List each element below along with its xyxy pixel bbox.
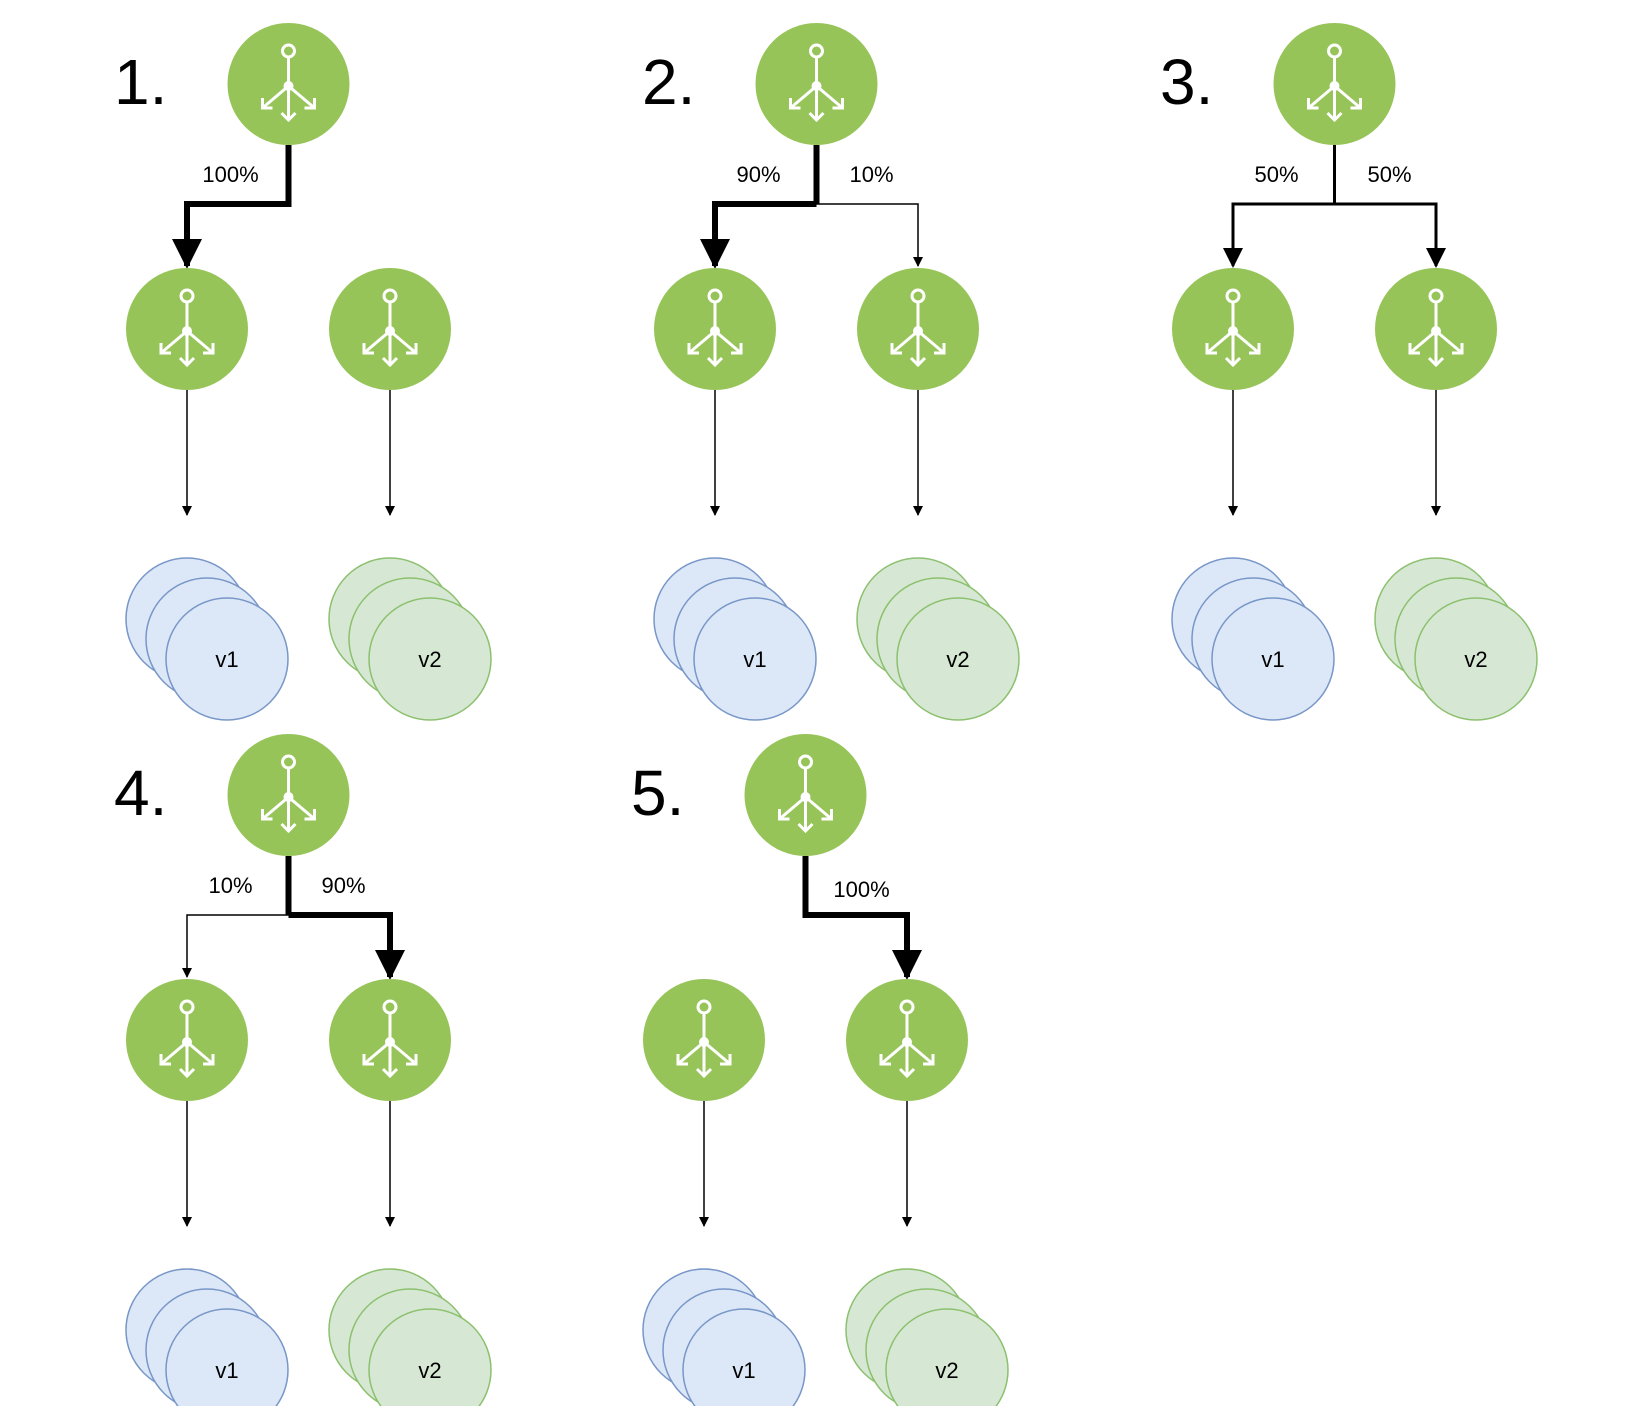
step-number: 5.	[631, 757, 684, 829]
v1-load-balancer	[654, 268, 776, 390]
v1-pod-stack: v1	[125, 557, 289, 721]
edge-to-v1	[182, 914, 289, 978]
v1-load-balancer	[126, 268, 248, 390]
pod-circle	[368, 597, 492, 721]
v1-load-balancer	[126, 979, 248, 1101]
split-label-right: 50%	[1367, 162, 1411, 187]
top-load-balancer	[744, 734, 867, 856]
v2-label: v2	[1464, 647, 1487, 672]
pod-circle	[896, 597, 1020, 721]
v2-load-balancer	[329, 979, 451, 1101]
v2-pod-stack: v2	[845, 1268, 1009, 1406]
split-label-left: 50%	[1254, 162, 1298, 187]
pod-circle	[682, 1308, 806, 1406]
split-label-left: 100%	[202, 162, 258, 187]
top-load-balancer	[1273, 23, 1396, 145]
v1-label: v1	[743, 647, 766, 672]
top-load-balancer	[755, 23, 878, 145]
split-label-left: 90%	[736, 162, 780, 187]
top-load-balancer	[227, 23, 350, 145]
v2-load-balancer	[846, 979, 968, 1101]
v2-pod-stack: v2	[328, 557, 492, 721]
v1-label: v1	[732, 1358, 755, 1383]
v2-pod-stack: v2	[1374, 557, 1538, 721]
panel-5: 5. 100% v1 v2	[631, 734, 1009, 1406]
pod-circle	[693, 597, 817, 721]
pod-circle	[1211, 597, 1335, 721]
step-number: 2.	[642, 46, 695, 118]
edge-to-v1	[700, 201, 817, 269]
split-label-right: 100%	[833, 877, 889, 902]
panel-2: 2. 90% 10% v1 v2	[642, 23, 1020, 721]
step-number: 4.	[114, 757, 167, 829]
v1-label: v1	[215, 647, 238, 672]
v1-load-balancer	[1172, 268, 1294, 390]
panel-4: 4. 10% 90% v1 v2	[114, 734, 492, 1406]
edge-to-v2	[1334, 202, 1446, 268]
pod-circle	[165, 1308, 289, 1406]
edge-to-v2	[802, 856, 922, 980]
v2-label: v2	[935, 1358, 958, 1383]
v1-label: v1	[215, 1358, 238, 1383]
pod-circle	[165, 597, 289, 721]
v2-label: v2	[418, 1358, 441, 1383]
v1-pod-stack: v1	[653, 557, 817, 721]
v1-label: v1	[1261, 647, 1284, 672]
v2-load-balancer	[1375, 268, 1497, 390]
top-load-balancer	[227, 734, 350, 856]
edge-to-v2	[816, 203, 923, 267]
step-number: 1.	[114, 46, 167, 118]
v2-load-balancer	[857, 268, 979, 390]
pod-circle	[1414, 597, 1538, 721]
v1-pod-stack: v1	[125, 1268, 289, 1406]
step-number: 3.	[1160, 46, 1213, 118]
pod-circle	[885, 1308, 1009, 1406]
v2-label: v2	[418, 647, 441, 672]
v1-pod-stack: v1	[642, 1268, 806, 1406]
edge-to-v1	[1223, 202, 1335, 268]
pod-circle	[368, 1308, 492, 1406]
split-label-right: 90%	[321, 873, 365, 898]
v2-load-balancer	[329, 268, 451, 390]
edge-to-v2	[288, 912, 405, 980]
v2-label: v2	[946, 647, 969, 672]
v1-pod-stack: v1	[1171, 557, 1335, 721]
edge-to-v1	[172, 145, 292, 269]
v2-pod-stack: v2	[856, 557, 1020, 721]
panel-3: 3. 50% 50% v1 v2	[1160, 23, 1538, 721]
split-label-left: 10%	[208, 873, 252, 898]
split-label-right: 10%	[849, 162, 893, 187]
v1-load-balancer	[643, 979, 765, 1101]
v2-pod-stack: v2	[328, 1268, 492, 1406]
panel-1: 1. 100% v1 v2	[114, 23, 492, 721]
